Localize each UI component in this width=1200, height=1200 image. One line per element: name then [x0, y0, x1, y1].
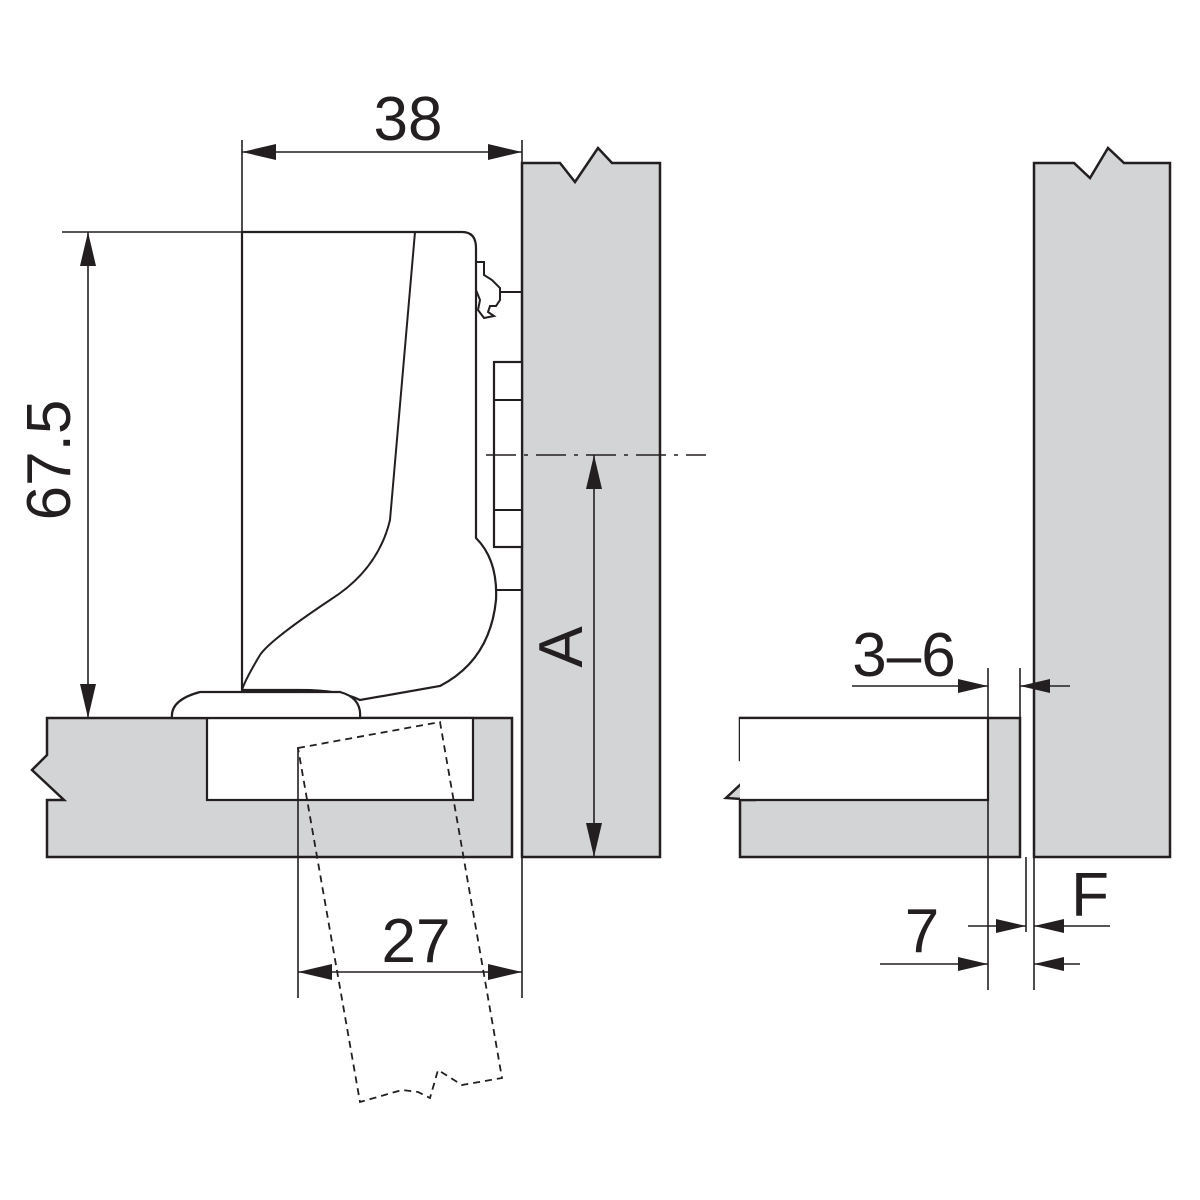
- cup-bore-recess: [205, 716, 475, 802]
- dimension-38-label: 38: [374, 85, 443, 154]
- door-edge-recess: [740, 716, 990, 802]
- mounting-plate: [475, 261, 524, 591]
- dimension-7: 7: [880, 897, 1080, 971]
- dimension-67-5: 67.5: [15, 231, 242, 718]
- dimension-38: 38: [241, 85, 523, 232]
- dimension-f-label: F: [1071, 861, 1109, 930]
- cabinet-side-panel-right: [1032, 146, 1172, 859]
- dimension-67-5-label: 67.5: [15, 400, 84, 521]
- hinge-arm-contour: [241, 231, 416, 691]
- hinge-arm: [240, 230, 498, 702]
- dimension-3-6-label: 3–6: [852, 621, 955, 690]
- cabinet-side-panel: [520, 146, 662, 859]
- dimension-a: A: [527, 455, 602, 857]
- hinge-cup-flange: [170, 690, 362, 720]
- dimension-7-label: 7: [905, 897, 939, 966]
- left-view: 38 67.5 A 27: [15, 85, 706, 1104]
- dimension-a-label: A: [527, 626, 596, 668]
- opened-door-dashed: [296, 720, 504, 1104]
- dimension-f: F: [968, 857, 1110, 990]
- dimension-27-label: 27: [382, 907, 451, 976]
- right-view: 3–6 F 7: [723, 146, 1172, 990]
- dimension-27: 27: [297, 748, 523, 998]
- dimension-3-6: 3–6: [852, 621, 1070, 990]
